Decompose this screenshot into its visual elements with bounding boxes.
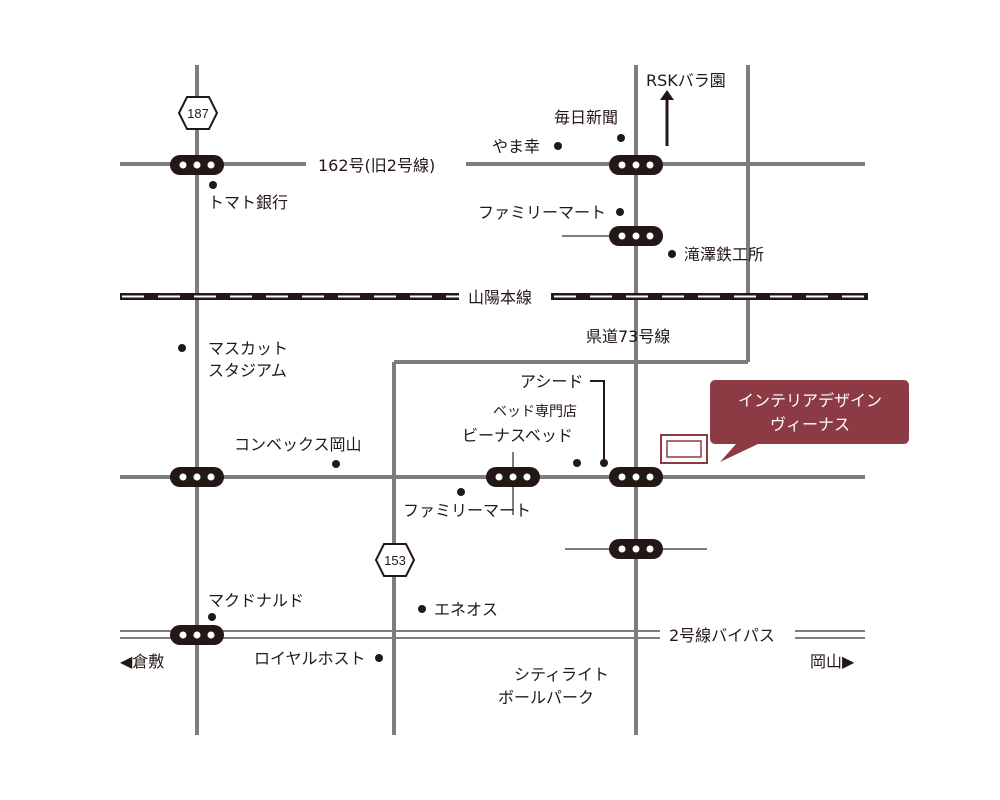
direction-okayama: 岡山▶ (810, 652, 855, 671)
traffic-signal (170, 155, 224, 175)
asheed-leader-line (590, 380, 605, 461)
landmark-tomato-bank: トマト銀行 (208, 193, 288, 212)
destination-callout: インテリアデザイン ヴィーナス (710, 380, 909, 462)
destination-name-line1: インテリアデザイン (738, 391, 882, 410)
route-153-number: 153 (384, 553, 406, 568)
landmark-dot (616, 208, 624, 216)
landmark-dot (375, 654, 383, 662)
landmark-asheed: アシード (520, 372, 583, 391)
landmark-royal-host: ロイヤルホスト (254, 649, 366, 668)
landmarks: 毎日新聞 やま幸 トマト銀行 ファミリーマート 滝澤鉄工所 マスカット スタジア… (178, 108, 764, 707)
label-rail-line: 山陽本線 (468, 288, 532, 307)
landmark-eneos: エネオス (434, 600, 498, 619)
route-shield-153: 153 (374, 543, 416, 577)
landmark-bed-store-line2: ビーナスベッド (462, 426, 573, 445)
landmark-dot (178, 344, 186, 352)
destination-name-line2: ヴィーナス (770, 415, 850, 434)
landmark-mainichi: 毎日新聞 (554, 108, 618, 127)
traffic-signal (486, 467, 540, 487)
label-route-162: 162号(旧2号線) (318, 156, 435, 175)
landmark-dot (600, 459, 608, 467)
landmark-dot (457, 488, 465, 496)
destination-building-icon (660, 434, 708, 464)
label-rsk-rose-garden: RSKバラ園 (646, 71, 726, 90)
label-bypass: 2号線バイパス (669, 626, 775, 645)
landmark-convex: コンベックス岡山 (234, 435, 362, 454)
landmark-muscat-line2: スタジアム (208, 361, 287, 380)
landmark-familymart-south: ファミリーマート (403, 501, 531, 520)
traffic-signal (609, 467, 663, 487)
landmark-muscat-line1: マスカット (208, 339, 288, 358)
landmark-dot (617, 134, 625, 142)
landmark-bed-store-line1: ベッド専門店 (493, 404, 577, 420)
traffic-signal (609, 155, 663, 175)
traffic-signal (609, 226, 663, 246)
north-arrow-icon (660, 90, 674, 146)
landmark-dot (332, 460, 340, 468)
landmark-ballpark-line2: ボールパーク (498, 688, 594, 707)
landmark-ballpark-line1: シティライト (514, 665, 609, 684)
landmark-dot (418, 605, 426, 613)
landmark-dot (554, 142, 562, 150)
landmark-dot (668, 250, 676, 258)
label-pref-road-73: 県道73号線 (586, 327, 670, 346)
landmark-dot (209, 181, 217, 189)
route-187-number: 187 (187, 106, 209, 121)
landmark-yamako: やま幸 (492, 137, 540, 156)
landmark-familymart-north: ファミリーマート (478, 203, 606, 222)
direction-kurashiki: ◀倉敷 (120, 652, 164, 671)
landmark-dot (208, 613, 216, 621)
route-shield-187: 187 (177, 96, 219, 130)
landmark-dot (573, 459, 581, 467)
traffic-signal (170, 625, 224, 645)
traffic-signals (170, 155, 663, 645)
traffic-signal (609, 539, 663, 559)
landmark-takizawa: 滝澤鉄工所 (684, 245, 764, 264)
traffic-signal (170, 467, 224, 487)
landmark-mcdonalds: マクドナルド (208, 591, 304, 610)
